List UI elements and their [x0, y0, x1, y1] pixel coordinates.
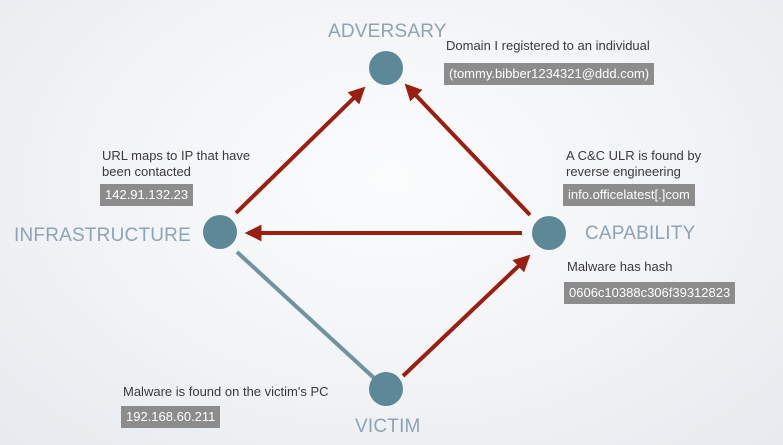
- edge-infrastructure-victim: [235, 250, 376, 380]
- node-capability[interactable]: [532, 216, 566, 250]
- capability-hash-indicator: 0606c10388c306f39312823: [564, 282, 736, 304]
- adversary-indicator: (tommy.bibber1234321@ddd.com): [444, 63, 655, 85]
- node-infrastructure[interactable]: [203, 215, 237, 249]
- capability-label: CAPABILITY: [585, 223, 696, 244]
- victim-label: VICTIM: [355, 416, 421, 437]
- victim-note: Malware is found on the victim's PC: [123, 384, 329, 399]
- arrow-infrastructure-to-adversary: [234, 86, 366, 215]
- arrow-victim-to-capability: [401, 254, 531, 378]
- node-adversary[interactable]: [369, 51, 403, 85]
- adversary-note: Domain I registered to an individual: [446, 38, 650, 53]
- capability-hash-note: Malware has hash: [567, 259, 673, 274]
- infrastructure-note: URL maps to IP that have been contacted: [102, 148, 251, 179]
- infrastructure-label: INFRASTRUCTURE: [14, 225, 191, 246]
- victim-indicator: 192.168.60.211: [121, 406, 221, 428]
- adversary-label: ADVERSARY: [328, 21, 447, 42]
- arrow-capability-to-adversary: [404, 83, 532, 217]
- capability-c2-indicator: info.officelatest[.]com: [563, 184, 695, 206]
- node-victim[interactable]: [369, 372, 403, 406]
- infrastructure-indicator: 142.91.132.23: [100, 184, 194, 206]
- capability-c2-note: A C&C ULR is found by reverse engineerin…: [566, 148, 702, 179]
